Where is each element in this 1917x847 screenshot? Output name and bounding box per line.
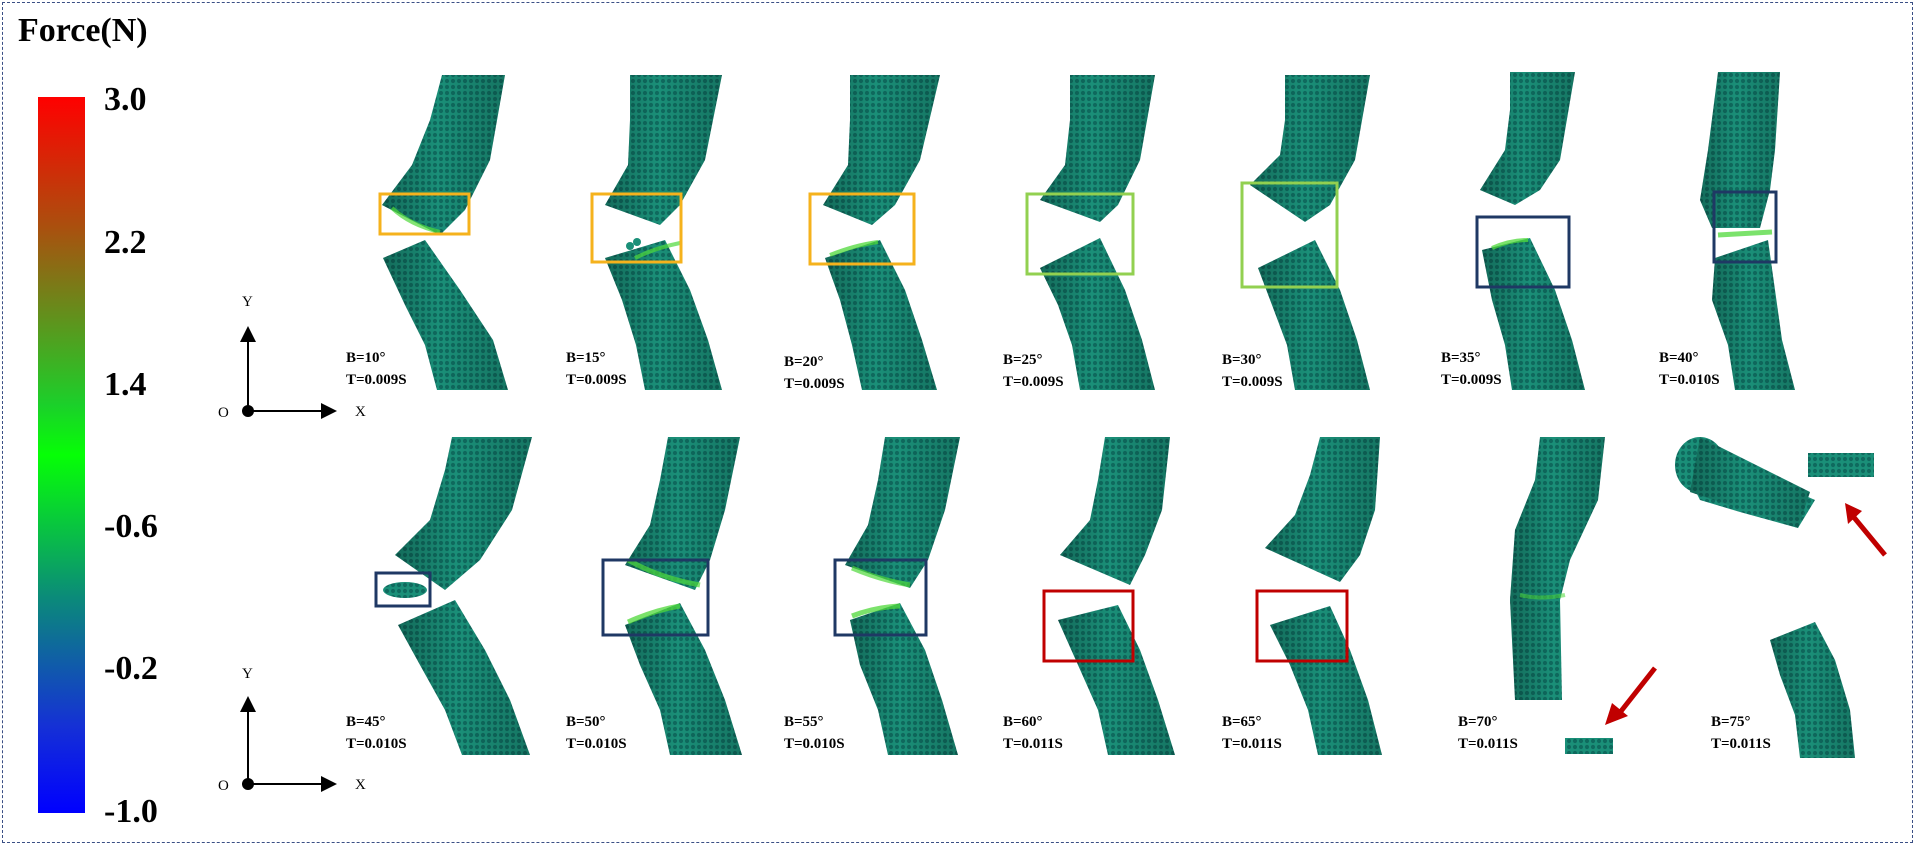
legend-title: Force(N) [18,12,148,49]
panel-angle-label: B=40° [1659,350,1699,366]
panel-angle-label: B=30° [1222,352,1262,368]
origin-label: O [218,778,229,794]
panel-time-label: T=0.011S [1458,736,1518,752]
panel-angle-label: B=65° [1222,714,1262,730]
panel-time-label: T=0.009S [784,376,845,392]
panel-time-label: T=0.010S [1659,372,1720,388]
panel-angle-label: B=15° [566,350,606,366]
panel-b10: B=10° T=0.009S [346,75,508,390]
x-axis-label: X [355,777,366,793]
panel-time-label: T=0.011S [1711,736,1771,752]
panel-b30: B=30° T=0.009S [1222,75,1370,390]
panel-angle-label: B=75° [1711,714,1751,730]
panel-time-label: T=0.009S [1441,372,1502,388]
coordinate-axes-bottom: Y X O [218,666,366,794]
contact-box [1240,181,1339,289]
contact-box [1042,589,1135,663]
panel-b25: B=25° T=0.009S [1003,75,1155,390]
panel-b65: B=65° T=0.011S [1222,437,1382,755]
panel-b45: B=45° T=0.010S [346,437,532,755]
contact-box [833,558,928,637]
panel-time-label: T=0.011S [1222,736,1282,752]
panel-time-label: T=0.009S [1003,374,1064,390]
panel-time-label: T=0.010S [566,736,627,752]
panel-b70: B=70° T=0.011S [1458,437,1657,754]
contact-box [1255,589,1349,663]
colorbar-tick-label: -0.2 [104,650,158,687]
panel-time-label: T=0.011S [1003,736,1063,752]
panel-angle-label: B=20° [784,354,824,370]
colorbar-tick-label: -1.0 [104,793,158,830]
panel-angle-label: B=35° [1441,350,1481,366]
panel-b55: B=55° T=0.010S [784,437,960,755]
panel-time-label: T=0.009S [1222,374,1283,390]
contact-box [1712,190,1778,264]
panel-angle-label: B=25° [1003,352,1043,368]
y-axis-label: Y [242,294,253,310]
colorbar-tick-label: 2.2 [104,224,147,261]
panel-b15: B=15° T=0.009S [566,75,722,390]
origin-label: O [218,405,229,421]
y-axis-label: Y [242,666,253,682]
panel-angle-label: B=70° [1458,714,1498,730]
contact-box [1475,215,1571,289]
colorbar-tick-label: -0.6 [104,508,158,545]
panel-b40: B=40° T=0.010S [1659,72,1795,390]
colorbar-tick-label: 3.0 [104,81,147,118]
panel-angle-label: B=10° [346,350,386,366]
colorbar [38,97,85,813]
panel-b20: B=20° T=0.009S [784,75,940,392]
panel-time-label: T=0.009S [346,372,407,388]
contact-box [1025,192,1135,276]
contact-box [601,558,710,637]
contact-box [378,192,471,236]
panel-b35: B=35° T=0.009S [1441,72,1585,390]
panel-time-label: T=0.010S [346,736,407,752]
colorbar-tick-label: 1.4 [104,366,147,403]
panel-b75: B=75° T=0.011S [1675,437,1887,758]
panel-angle-label: B=60° [1003,714,1043,730]
contact-box [808,192,916,266]
panel-angle-label: B=50° [566,714,606,730]
panel-time-label: T=0.009S [566,372,627,388]
coordinate-axes-top: Y X O [218,294,366,421]
contact-box [590,192,683,264]
panel-angle-label: B=55° [784,714,824,730]
panel-time-label: T=0.010S [784,736,845,752]
contact-box [374,571,432,608]
panel-angle-label: B=45° [346,714,386,730]
panel-b50: B=50° T=0.010S [566,437,742,755]
panel-b60: B=60° T=0.011S [1003,437,1175,755]
x-axis-label: X [355,404,366,420]
